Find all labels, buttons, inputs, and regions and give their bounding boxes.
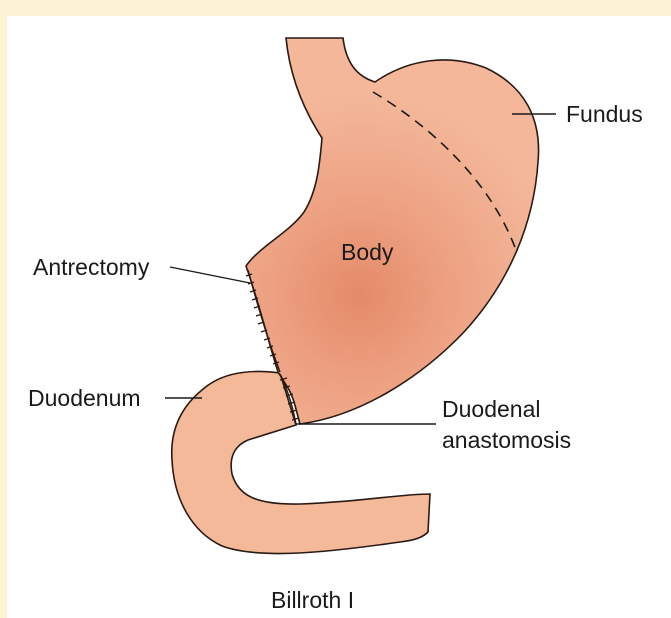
anastomosis-suture-line (279, 373, 300, 425)
antrectomy-label: Antrectomy (33, 254, 150, 280)
stomach-shape (245, 37, 540, 425)
fundus-label: Fundus (566, 101, 643, 127)
duodenum-label: Duodenum (28, 385, 141, 411)
antrectomy-suture-line (245, 269, 281, 373)
duodenum-shape (170, 370, 431, 555)
duodenal-anastomosis-label-line2: anastomosis (442, 427, 571, 453)
fundus-dashed-line (372, 91, 517, 251)
antrectomy-leader-line (169, 266, 251, 284)
caption-billroth: Billroth I (271, 587, 354, 613)
duodenal-anastomosis-label-line1: Duodenal (442, 396, 540, 422)
body-label: Body (341, 239, 394, 265)
